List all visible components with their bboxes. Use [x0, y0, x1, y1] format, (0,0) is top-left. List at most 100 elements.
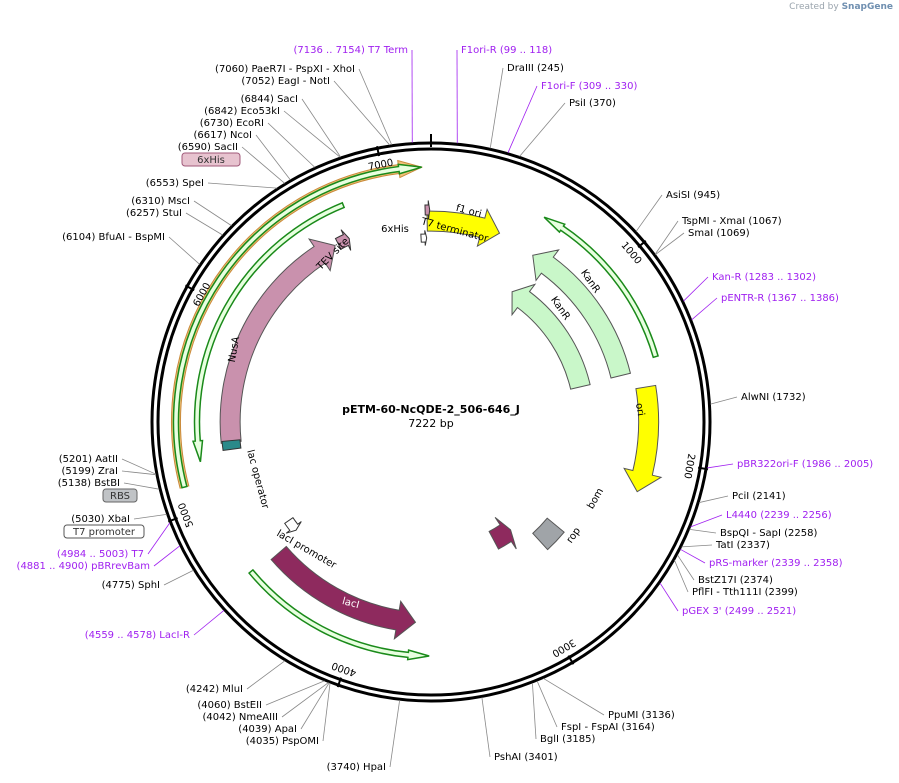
primer-label: F1ori-F (309 .. 330)	[541, 81, 637, 92]
enzyme-label-left-leader	[255, 134, 291, 181]
enzyme-label-left-leader	[246, 660, 286, 690]
enzyme-label-left: (6257) StuI	[126, 208, 182, 219]
rop-label: rop	[565, 526, 583, 546]
enzyme-label-left: (5201) AatII	[59, 454, 118, 465]
primer-label-leader	[680, 548, 706, 564]
enzyme-label-right: DraIII (245)	[507, 63, 564, 74]
snapgene-brand: SnapGene	[841, 2, 893, 12]
primer-label-leader	[153, 545, 181, 567]
enzyme-label-left: (3740) HpaI	[327, 762, 386, 773]
primer-label-leader	[193, 610, 225, 636]
enzyme-label-right: TspMI - XmaI (1067)	[681, 216, 782, 227]
enzyme-label-left: (7052) EagI - NotI	[241, 76, 330, 87]
primer-label: (4881 .. 4900) pBRrevBam	[17, 561, 150, 572]
enzyme-label-left: (6553) SpeI	[146, 178, 204, 189]
enzyme-label-right: BglI (3185)	[540, 734, 595, 745]
enzyme-label-right: SmaI (1069)	[688, 228, 750, 239]
enzyme-label-right-leader	[681, 544, 713, 548]
primer-label: pRS-marker (2339 .. 2358)	[709, 558, 843, 569]
attribution-prefix: Created by	[789, 2, 839, 12]
tick-mark	[567, 655, 575, 665]
enzyme-label-left-leader	[121, 458, 157, 475]
primer-label: pBR322ori-F (1986 .. 2005)	[737, 459, 873, 470]
bom-box	[532, 517, 565, 551]
t7-promoter-box-label-bg	[63, 524, 145, 539]
enzyme-label-left-leader	[389, 700, 401, 768]
nusa-arrow	[219, 238, 336, 444]
enzyme-label-left: (4775) SphI	[102, 580, 160, 591]
enzyme-label-left: (6844) SacI	[241, 94, 298, 105]
ori-label: ori	[633, 402, 646, 417]
enzyme-label-right-leader	[536, 680, 558, 728]
attribution: Created by SnapGene	[789, 2, 893, 12]
primer-label-leader	[707, 463, 734, 469]
enzyme-label-left-leader	[207, 182, 278, 189]
backbone	[150, 134, 712, 703]
ori-arrow	[623, 384, 663, 493]
laci-arrow	[270, 545, 417, 640]
primer-label-leader	[147, 522, 171, 555]
enzyme-label-right-leader	[699, 495, 729, 503]
enzyme-label-right: PciI (2141)	[732, 491, 786, 502]
enzyme-label-right-leader	[532, 682, 537, 740]
orf-green-bottom	[247, 568, 430, 661]
tick-mark	[376, 146, 380, 157]
enzyme-label-left: (6730) EcoRI	[200, 118, 264, 129]
enzyme-label-right: TatI (2337)	[715, 540, 770, 551]
enzyme-label-right-leader	[677, 554, 695, 581]
backbone-inner-ring	[156, 147, 706, 697]
enzyme-label-left: (6104) BfuAI - BspMI	[62, 232, 165, 243]
plasmid-name: pETM-60-NcQDE-2_506-646_J	[342, 403, 520, 416]
orf-green-right	[543, 216, 660, 359]
orf-outer-left	[172, 163, 422, 489]
primer-label: pENTR-R (1367 .. 1386)	[721, 293, 839, 304]
enzyme-label-left: (4060) BstEII	[197, 700, 262, 711]
enzyme-label-left-leader	[163, 569, 194, 586]
enzyme-label-right-leader	[655, 232, 685, 255]
enzyme-label-left: (6842) Eco53kI	[204, 106, 280, 117]
kanr-arrow-inner	[511, 283, 591, 390]
enzyme-label-left: (4035) PspOMI	[246, 736, 319, 747]
enzyme-label-right: AlwNI (1732)	[741, 392, 806, 403]
enzyme-label-left-leader	[300, 682, 330, 730]
enzyme-label-right-leader	[654, 220, 679, 255]
sixhis-arrow	[424, 200, 431, 220]
rbs-box-label: RBS	[110, 491, 130, 502]
f1-ori-arrow	[426, 208, 501, 248]
primer-label-leader	[683, 276, 709, 302]
enzyme-label-left-leader	[358, 68, 393, 145]
enzyme-label-left-leader	[267, 122, 316, 168]
enzyme-label-left-leader	[283, 110, 341, 158]
enzyme-label-right-leader	[710, 396, 738, 405]
sixhis-box-label-bg	[181, 152, 241, 167]
enzyme-label-right: PpuMI (3136)	[608, 710, 675, 721]
orf-outer-left-outline	[171, 159, 424, 489]
bom-label: bom	[586, 486, 607, 511]
enzyme-label-left: (4039) ApaI	[238, 724, 297, 735]
rop-arrow	[488, 516, 517, 550]
enzyme-label-left: (5199) ZraI	[62, 466, 118, 477]
enzyme-label-left: (4242) MluI	[186, 684, 243, 695]
enzyme-label-right: FspI - FspAI (3164)	[561, 722, 655, 733]
enzyme-label-left: (6590) SacII	[178, 142, 238, 153]
enzyme-label-left-leader	[168, 236, 200, 265]
enzyme-label-left: (4042) NmeAIII	[203, 712, 279, 723]
enzyme-label-left: (5030) XbaI	[71, 514, 130, 525]
primer-label: (7136 .. 7154) T7 Term	[294, 45, 408, 56]
primer-label: L4440 (2239 .. 2256)	[726, 510, 832, 521]
primer-label-leader	[659, 582, 679, 612]
laci-promoter-arrow	[284, 516, 302, 534]
tick-mark	[336, 677, 342, 688]
enzyme-label-right-leader	[674, 560, 689, 593]
sixhis-box-label: 6xHis	[197, 155, 225, 166]
enzyme-label-right-leader	[481, 697, 491, 758]
enzyme-label-left: (5138) BstBI	[58, 478, 120, 489]
enzyme-label-left-leader	[185, 212, 223, 236]
primer-label: pGEX 3' (2499 .. 2521)	[682, 606, 796, 617]
enzyme-label-left: (7060) PaeR7I - PspXI - XhoI	[215, 64, 355, 75]
enzyme-label-right-leader	[489, 67, 504, 149]
enzyme-label-right: AsiSI (945)	[666, 190, 720, 201]
enzyme-label-right: PshAI (3401)	[494, 752, 558, 763]
laci-label: lacI	[341, 596, 361, 611]
